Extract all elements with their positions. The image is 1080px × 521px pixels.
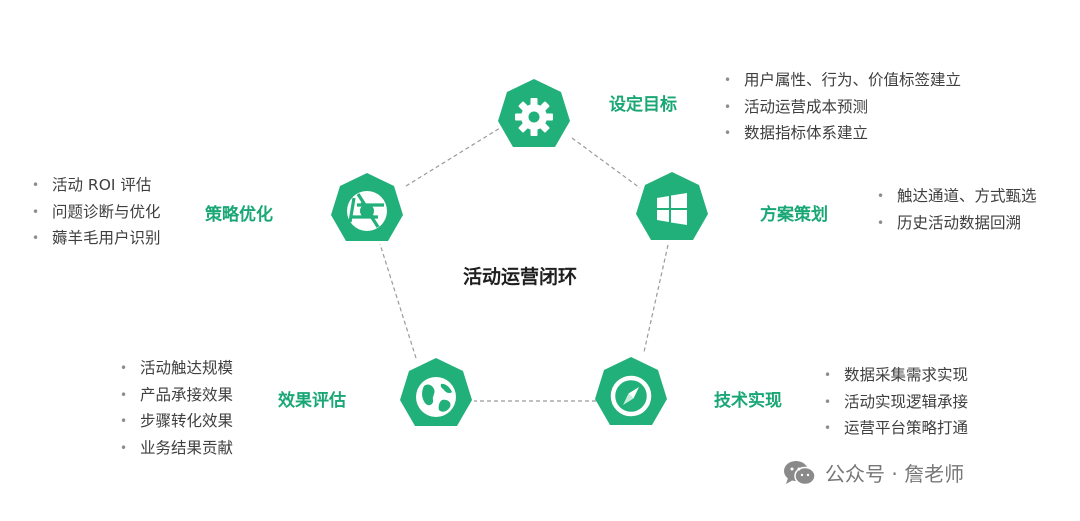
node-tech-title: 技术实现 xyxy=(714,391,782,411)
node-tech-bullets: 数据采集需求实现 活动实现逻辑承接 运营平台策略打通 xyxy=(822,362,968,442)
bullet-item: 产品承接效果 xyxy=(118,382,233,409)
bullet-item: 活动运营成本预测 xyxy=(722,94,961,121)
bullet-item: 触达通道、方式甄选 xyxy=(875,183,1037,210)
connector-eval-optimize xyxy=(379,243,417,359)
watermark-text: 公众号 · 詹老师 xyxy=(825,462,965,486)
bullet-item: 活动 ROI 评估 xyxy=(30,172,161,199)
bullet-item: 数据指标体系建立 xyxy=(722,120,961,147)
node-tech xyxy=(592,355,670,433)
node-optimize-bullets: 活动 ROI 评估 问题诊断与优化 薅羊毛用户识别 xyxy=(30,172,161,252)
bullet-item: 用户属性、行为、价值标签建立 xyxy=(722,67,961,94)
node-optimize xyxy=(328,171,406,249)
wechat-icon xyxy=(784,460,816,485)
bullet-item: 数据采集需求实现 xyxy=(822,362,968,389)
bullet-item: 活动触达规模 xyxy=(118,355,233,382)
bullet-item: 步骤转化效果 xyxy=(118,408,233,435)
node-optimize-title: 策略优化 xyxy=(205,205,273,225)
node-goal-bullets: 用户属性、行为、价值标签建立 活动运营成本预测 数据指标体系建立 xyxy=(722,67,961,147)
node-eval xyxy=(397,356,475,434)
node-plan-title: 方案策划 xyxy=(760,205,828,225)
bullet-item: 历史活动数据回溯 xyxy=(875,210,1037,237)
connector-goal-plan xyxy=(571,137,641,189)
node-eval-title: 效果评估 xyxy=(278,391,346,411)
compass-icon xyxy=(595,357,667,425)
windows-icon xyxy=(636,172,708,240)
node-goal xyxy=(495,77,573,155)
node-goal-title: 设定目标 xyxy=(609,95,677,115)
gear-icon xyxy=(498,79,570,147)
bullet-item: 活动实现逻辑承接 xyxy=(822,389,968,416)
watermark: 公众号 · 詹老师 xyxy=(783,458,964,487)
bullet-item: 问题诊断与优化 xyxy=(30,199,161,226)
connector-optimize-goal xyxy=(405,127,501,187)
bullet-item: 运营平台策略打通 xyxy=(822,415,968,442)
aperture-icon xyxy=(331,173,403,241)
bullet-item: 业务结果贡献 xyxy=(118,435,233,462)
globe-icon xyxy=(400,358,472,426)
node-eval-bullets: 活动触达规模 产品承接效果 步骤转化效果 业务结果贡献 xyxy=(118,355,233,461)
node-plan xyxy=(633,170,711,248)
bullet-item: 薅羊毛用户识别 xyxy=(30,225,161,252)
node-plan-bullets: 触达通道、方式甄选 历史活动数据回溯 xyxy=(875,183,1037,236)
center-title: 活动运营闭环 xyxy=(463,266,578,288)
connector-plan-tech xyxy=(643,244,669,353)
